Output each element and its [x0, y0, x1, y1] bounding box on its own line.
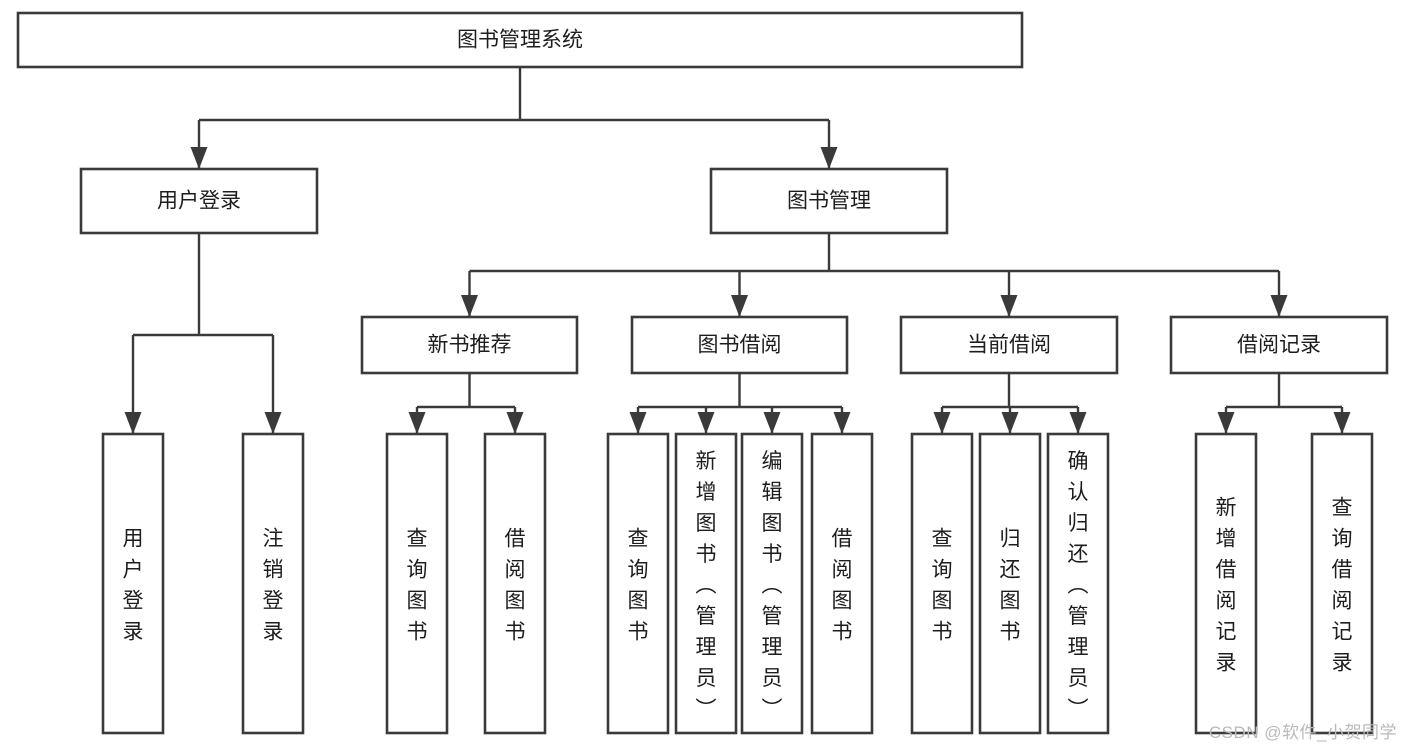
node-box-leaf-add-borrow-record — [1194, 432, 1258, 735]
node-box-leaf-borrow-book — [810, 432, 874, 735]
node-new-book-recommend[interactable]: 新书推荐 — [360, 315, 579, 375]
node-leaf-query-book-current[interactable]: 查询图书 — [910, 432, 974, 735]
node-label-leaf-borrow-book-recommend: 借阅图书 — [505, 528, 526, 644]
node-root[interactable]: 图书管理系统 — [16, 11, 1024, 69]
node-label-book-manage: 图书管理 — [787, 190, 871, 213]
node-label-user-login: 用户登录 — [157, 190, 241, 213]
node-label-leaf-user-login: 用户登录 — [123, 528, 144, 644]
node-label-leaf-add-borrow-record: 新增借阅记录 — [1216, 497, 1237, 675]
node-current-borrow[interactable]: 当前借阅 — [899, 315, 1119, 375]
node-box-new-book-recommend — [360, 315, 579, 375]
node-box-user-login — [79, 167, 319, 235]
node-label-borrow-record: 借阅记录 — [1237, 334, 1321, 357]
node-layer: 图书管理系统用户登录图书管理新书推荐图书借阅当前借阅借阅记录用户登录注销登录查询… — [16, 11, 1389, 735]
node-label-current-borrow: 当前借阅 — [967, 334, 1051, 357]
node-label-leaf-edit-book: 编辑图书︵管理员︶ — [762, 450, 783, 721]
node-label-leaf-query-borrow-record: 查询借阅记录 — [1332, 497, 1353, 675]
node-box-book-borrow — [630, 315, 849, 375]
node-leaf-user-login[interactable]: 用户登录 — [101, 432, 165, 735]
node-label-root: 图书管理系统 — [457, 29, 583, 52]
node-leaf-logout[interactable]: 注销登录 — [241, 432, 305, 735]
node-box-leaf-add-book — [674, 432, 738, 735]
node-label-leaf-return-book: 归还图书 — [1000, 528, 1021, 644]
node-leaf-query-book-borrow[interactable]: 查询图书 — [606, 432, 670, 735]
node-leaf-borrow-book[interactable]: 借阅图书 — [810, 432, 874, 735]
node-box-leaf-query-book-borrow — [606, 432, 670, 735]
node-box-leaf-return-book — [978, 432, 1042, 735]
node-box-borrow-record — [1169, 315, 1389, 375]
node-box-leaf-query-book-recommend — [385, 432, 449, 735]
node-label-new-book-recommend: 新书推荐 — [428, 334, 512, 357]
node-book-manage[interactable]: 图书管理 — [709, 167, 949, 235]
node-box-book-manage — [709, 167, 949, 235]
node-leaf-edit-book[interactable]: 编辑图书︵管理员︶ — [740, 432, 804, 735]
node-label-leaf-logout: 注销登录 — [263, 528, 284, 644]
node-leaf-add-borrow-record[interactable]: 新增借阅记录 — [1194, 432, 1258, 735]
node-leaf-query-borrow-record[interactable]: 查询借阅记录 — [1310, 432, 1374, 735]
watermark-label: CSDN @软件_小贺同学 — [1208, 723, 1397, 742]
node-label-leaf-confirm-return: 确认归还︵管理员︶ — [1068, 450, 1089, 721]
node-book-borrow[interactable]: 图书借阅 — [630, 315, 849, 375]
node-box-leaf-confirm-return — [1046, 432, 1110, 735]
node-box-leaf-logout — [241, 432, 305, 735]
node-box-leaf-query-book-current — [910, 432, 974, 735]
node-leaf-query-book-recommend[interactable]: 查询图书 — [385, 432, 449, 735]
node-leaf-add-book[interactable]: 新增图书︵管理员︶ — [674, 432, 738, 735]
node-borrow-record[interactable]: 借阅记录 — [1169, 315, 1389, 375]
node-label-leaf-query-book-current: 查询图书 — [932, 528, 953, 644]
node-box-leaf-edit-book — [740, 432, 804, 735]
node-user-login[interactable]: 用户登录 — [79, 167, 319, 235]
node-box-leaf-borrow-book-recommend — [483, 432, 547, 735]
node-leaf-confirm-return[interactable]: 确认归还︵管理员︶ — [1046, 432, 1110, 735]
node-box-root — [16, 11, 1024, 69]
node-box-current-borrow — [899, 315, 1119, 375]
node-leaf-borrow-book-recommend[interactable]: 借阅图书 — [483, 432, 547, 735]
node-label-leaf-add-book: 新增图书︵管理员︶ — [696, 450, 717, 721]
node-leaf-return-book[interactable]: 归还图书 — [978, 432, 1042, 735]
node-label-leaf-query-book-recommend: 查询图书 — [407, 528, 428, 644]
node-box-leaf-user-login — [101, 432, 165, 735]
connector-layer — [124, 67, 1351, 434]
node-label-leaf-query-book-borrow: 查询图书 — [628, 528, 649, 644]
node-box-leaf-query-borrow-record — [1310, 432, 1374, 735]
node-label-leaf-borrow-book: 借阅图书 — [832, 528, 853, 644]
node-label-book-borrow: 图书借阅 — [698, 334, 782, 357]
